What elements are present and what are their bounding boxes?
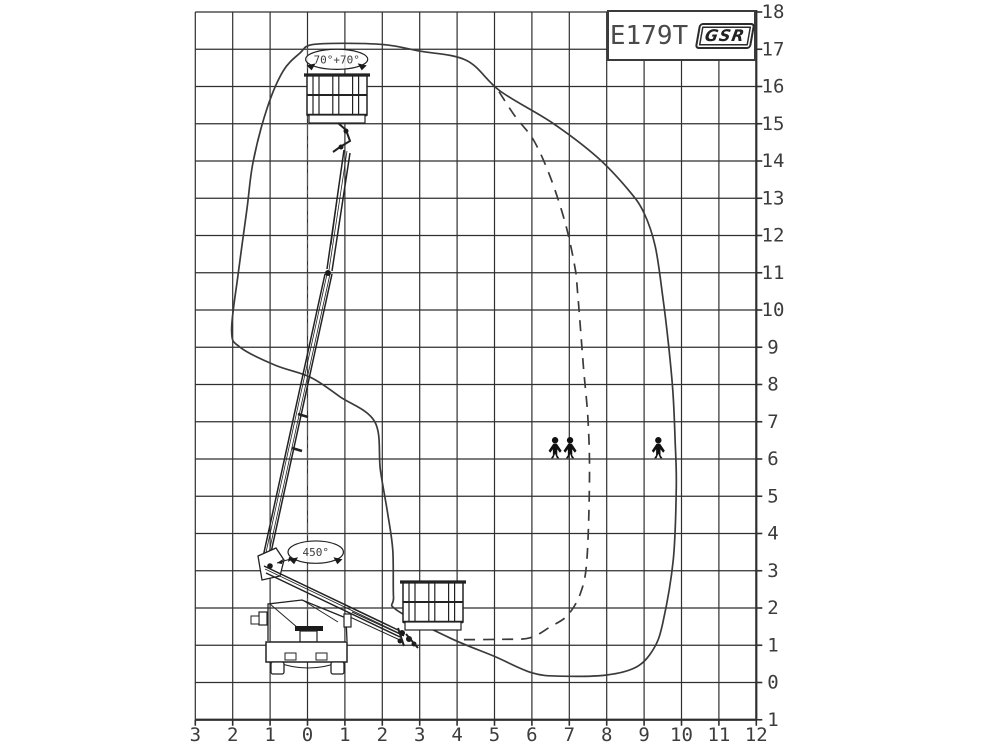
y-tick-label: 4	[767, 523, 778, 545]
y-tick-label: 8	[767, 374, 778, 396]
y-tick-label: 15	[762, 113, 785, 135]
stowed-platform	[400, 580, 466, 631]
y-tick-label: 16	[762, 76, 785, 98]
x-tick-label: 3	[190, 724, 201, 746]
axes	[194, 10, 763, 726]
working-envelope-solid-curve	[230, 42, 678, 678]
y-tick-label: 1	[767, 709, 778, 731]
turret-rotation-annotation: 450°	[287, 540, 345, 565]
y-tick-label: 12	[762, 225, 785, 247]
x-tick-label: 9	[638, 724, 649, 746]
person-icon	[651, 437, 665, 459]
y-tick-label: 18	[762, 1, 785, 23]
y-tick-label: 13	[762, 187, 785, 209]
y-tick-label: 1	[767, 634, 778, 656]
x-tick-label: 6	[526, 724, 537, 746]
y-tick-label: 6	[767, 448, 778, 470]
model-label: E179T	[609, 20, 689, 51]
y-tick-label: 7	[767, 411, 778, 433]
brand-logo-text: GSR	[703, 25, 747, 45]
machine-illustration	[250, 73, 466, 675]
y-tick-label: 14	[762, 150, 785, 172]
y-tick-label: 3	[767, 560, 778, 582]
y-tick-label: 17	[762, 38, 785, 60]
x-tick-label: 11	[707, 724, 730, 746]
x-tick-label: 4	[451, 724, 462, 746]
turret-rotation-label: 450°	[302, 546, 329, 559]
grid-lines	[194, 11, 757, 721]
x-tick-label: 2	[377, 724, 388, 746]
person-icon	[548, 437, 562, 459]
y-tick-label: 5	[767, 485, 778, 507]
x-tick-label: 2	[227, 724, 238, 746]
upper-boom	[325, 149, 351, 276]
y-tick-label: 10	[762, 299, 785, 321]
y-tick-label: 0	[767, 672, 778, 694]
y-tick-label: 9	[767, 336, 778, 358]
x-tick-label: 1	[264, 724, 275, 746]
title-box: E179T GSR	[607, 10, 756, 61]
platform-rotation-label: 70°+70°	[313, 53, 359, 66]
raised-platform	[304, 73, 370, 153]
telescopic-boom	[262, 273, 333, 558]
chassis	[250, 599, 352, 675]
x-tick-label: 0	[302, 724, 313, 746]
stowed-boom	[263, 565, 419, 649]
x-tick-label: 12	[745, 724, 768, 746]
restricted-envelope-dashed-curve	[457, 91, 591, 641]
x-tick-label: 8	[601, 724, 612, 746]
x-tick-label: 5	[489, 724, 500, 746]
y-tick-label: 2	[767, 597, 778, 619]
person-markers	[548, 437, 665, 459]
brand-logo: GSR	[694, 22, 756, 49]
x-tick-label: 1	[339, 724, 350, 746]
person-icon	[563, 437, 577, 459]
x-tick-label: 3	[414, 724, 425, 746]
y-tick-label: 11	[762, 262, 785, 284]
platform-rotation-annotation: 70°+70°	[305, 48, 369, 71]
x-tick-label: 10	[670, 724, 693, 746]
x-tick-label: 7	[564, 724, 575, 746]
